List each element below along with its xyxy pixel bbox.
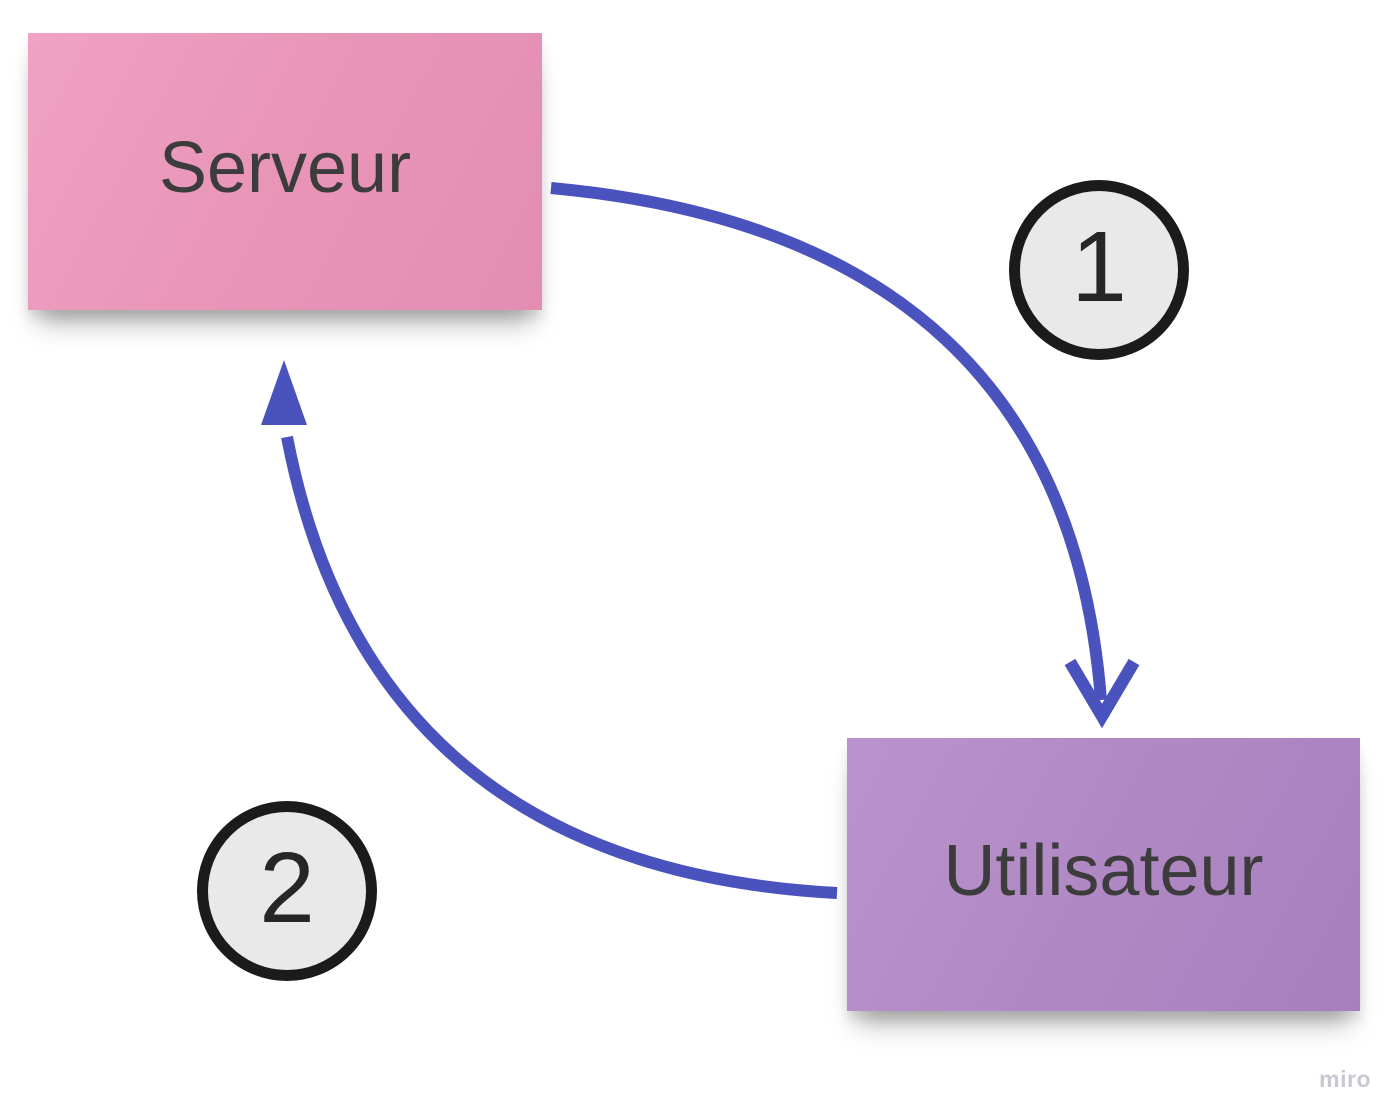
sticky-note-serveur[interactable]: Serveur — [28, 33, 542, 310]
miro-watermark-logo: miro — [1319, 1066, 1371, 1092]
connector-1-line[interactable] — [550, 182, 1107, 701]
connector-2-line[interactable] — [281, 435, 838, 899]
step-badge-2[interactable]: 2 — [197, 801, 377, 981]
connector-utilisateur-to-serveur[interactable] — [261, 360, 838, 899]
sticky-note-serveur-label: Serveur — [158, 127, 412, 208]
connector-2-triangle-arrowhead-icon — [261, 360, 307, 425]
connector-1-chevron-arrowhead-icon — [1064, 658, 1140, 729]
sticky-note-utilisateur[interactable]: Utilisateur — [847, 738, 1360, 1011]
step-badge-1-label: 1 — [1071, 211, 1127, 323]
connector-serveur-to-utilisateur[interactable] — [550, 182, 1140, 729]
step-badge-1[interactable]: 1 — [1009, 180, 1189, 360]
sticky-note-utilisateur-label: Utilisateur — [943, 830, 1264, 911]
step-badge-2-label: 2 — [259, 832, 315, 944]
